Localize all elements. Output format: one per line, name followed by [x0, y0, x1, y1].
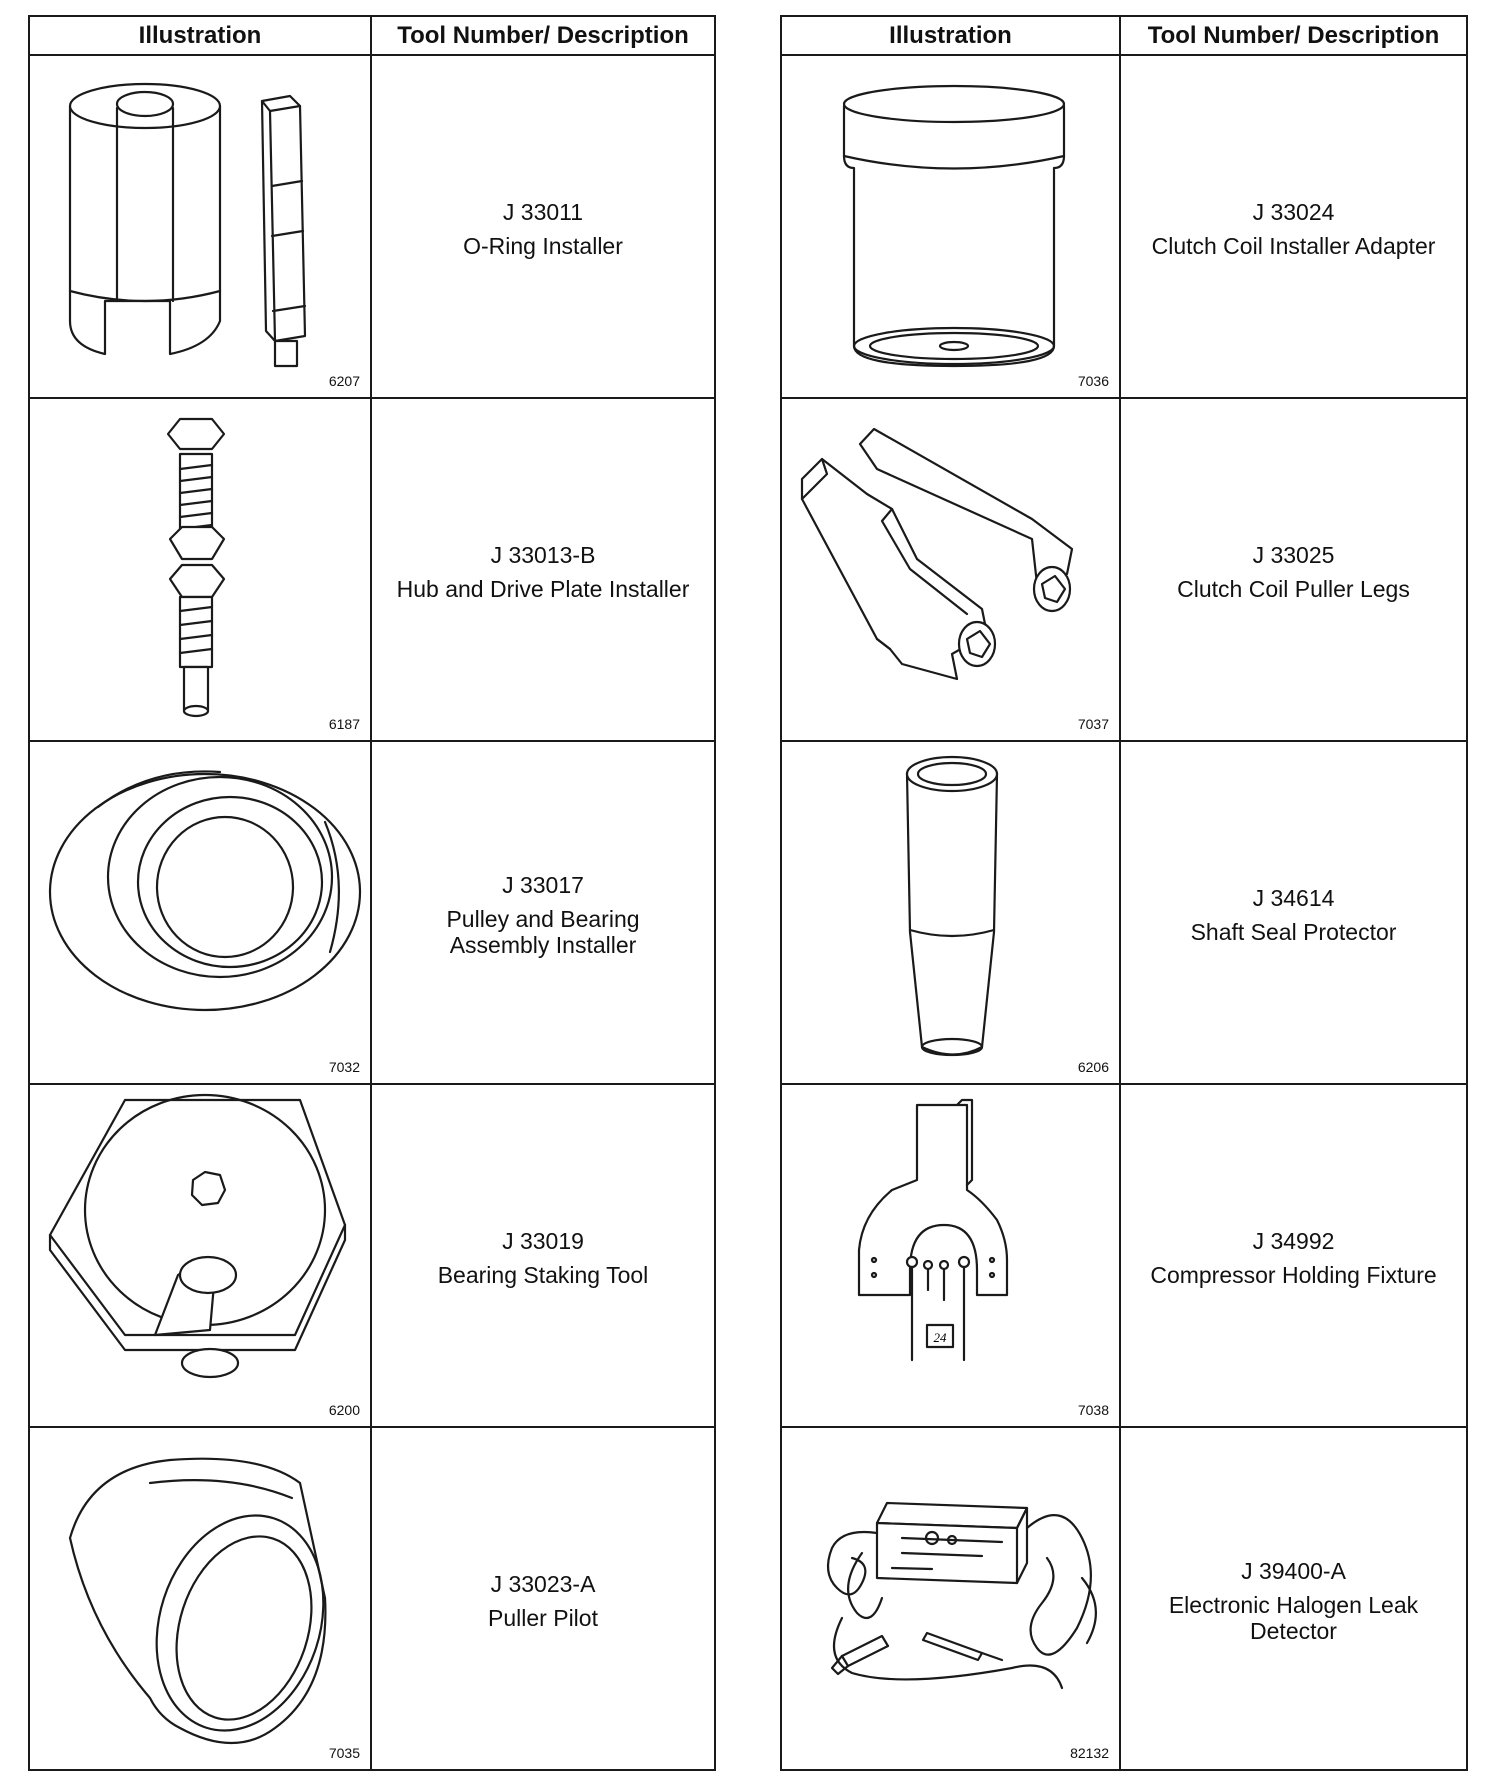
- leak-detector-illustration: [826, 1501, 1097, 1690]
- description-cell: J 33024 Clutch Coil Installer Adapter: [1119, 54, 1468, 399]
- tool-name: Compressor Holding Fixture: [1150, 1261, 1437, 1288]
- bearing-staking-tool-illustration: [48, 1093, 347, 1379]
- figure-number: 7037: [1077, 716, 1109, 732]
- description-cell: J 39400-A Electronic Halogen Leak Detect…: [1119, 1426, 1468, 1771]
- description-cell: J 33013-B Hub and Drive Plate Installer: [370, 397, 716, 742]
- figure-number: 6206: [1077, 1059, 1109, 1075]
- clutch-coil-installer-illustration: [842, 84, 1066, 368]
- tool-name: Electronic Halogen Leak Detector: [1168, 1591, 1419, 1644]
- tool-name: Shaft Seal Protector: [1190, 918, 1397, 945]
- table-row: 82132 J 39400-A Electronic Halogen Leak …: [780, 1426, 1468, 1771]
- illustration-cell: 6187: [28, 397, 372, 742]
- figure-number: 7038: [1077, 1402, 1109, 1418]
- illustration-header: Illustration: [28, 15, 372, 56]
- tool-header: Tool Number/ Description: [370, 15, 716, 56]
- description-cell: J 33017 Pulley and Bearing Assembly Inst…: [370, 740, 716, 1085]
- hub-installer-illustration: [166, 417, 226, 718]
- figure-number: 6200: [328, 1402, 360, 1418]
- table-row: 7037 J 33025 Clutch Coil Puller Legs: [780, 397, 1468, 742]
- table-row: 24 7038 J 34992 Compressor Holding Fixtu…: [780, 1083, 1468, 1428]
- description-cell: J 33025 Clutch Coil Puller Legs: [1119, 397, 1468, 742]
- table-row: 6200 J 33019 Bearing Staking Tool: [28, 1083, 716, 1428]
- tool-number: J 33019: [502, 1227, 584, 1254]
- figure-number: 7036: [1077, 373, 1109, 389]
- tool-name: Hub and Drive Plate Installer: [396, 575, 690, 602]
- table-row: 7036 J 33024 Clutch Coil Installer Adapt…: [780, 54, 1468, 399]
- tool-name: Pulley and Bearing Assembly Installer: [446, 905, 640, 958]
- table-row: 6207 J 33011 O-Ring Installer: [28, 54, 716, 399]
- tool-name: Bearing Staking Tool: [437, 1261, 649, 1288]
- description-cell: J 33023-A Puller Pilot: [370, 1426, 716, 1771]
- clutch-coil-puller-legs-illustration: [800, 427, 1074, 681]
- tool-number: J 33025: [1252, 541, 1335, 568]
- description-cell: J 34992 Compressor Holding Fixture: [1119, 1083, 1468, 1428]
- left-tools-table: Illustration Tool Number/ Description 62…: [28, 15, 716, 1771]
- tool-number: J 33024: [1252, 198, 1335, 225]
- illustration-cell: 7037: [780, 397, 1121, 742]
- table-row: 6206 J 34614 Shaft Seal Protector: [780, 740, 1468, 1085]
- compressor-holding-fixture-illustration: 24: [857, 1098, 1009, 1362]
- tool-name: Clutch Coil Installer Adapter: [1151, 232, 1436, 259]
- tool-number: J 33017: [502, 871, 584, 898]
- tool-header: Tool Number/ Description: [1119, 15, 1468, 56]
- o-ring-installer-illustration: [68, 82, 307, 368]
- tool-number: J 33023-A: [490, 1570, 596, 1597]
- tool-number: J 33013-B: [490, 541, 596, 568]
- table-row: 7035 J 33023-A Puller Pilot: [28, 1426, 716, 1771]
- figure-number: 82132: [1070, 1745, 1109, 1761]
- figure-number: 6187: [328, 716, 360, 732]
- figure-number: 7035: [328, 1745, 360, 1761]
- fixture-tag-text: 24: [934, 1330, 948, 1345]
- illustration-cell: 7032: [28, 740, 372, 1085]
- description-cell: J 33011 O-Ring Installer: [370, 54, 716, 399]
- tool-name: Clutch Coil Puller Legs: [1177, 575, 1410, 602]
- table-row: 6187 J 33013-B Hub and Drive Plate Insta…: [28, 397, 716, 742]
- figure-number: 7032: [328, 1059, 360, 1075]
- tool-name: O-Ring Installer: [463, 232, 623, 259]
- tool-number: J 39400-A: [1241, 1557, 1346, 1584]
- tool-name: Puller Pilot: [488, 1604, 598, 1631]
- figure-number: 6207: [328, 373, 360, 389]
- tool-number: J 34614: [1252, 884, 1335, 911]
- tool-number: J 34992: [1252, 1227, 1335, 1254]
- illustration-cell: 24 7038: [780, 1083, 1121, 1428]
- illustration-cell: 6200: [28, 1083, 372, 1428]
- pulley-installer-illustration: [48, 770, 362, 1012]
- puller-pilot-illustration: [68, 1457, 327, 1744]
- illustration-cell: 7035: [28, 1426, 372, 1771]
- description-cell: J 33019 Bearing Staking Tool: [370, 1083, 716, 1428]
- table-header-row: Illustration Tool Number/ Description: [780, 15, 1468, 56]
- table-header-row: Illustration Tool Number/ Description: [28, 15, 716, 56]
- right-tools-table: Illustration Tool Number/ Description 70…: [780, 15, 1468, 1771]
- illustration-header: Illustration: [780, 15, 1121, 56]
- illustration-cell: 7036: [780, 54, 1121, 399]
- description-cell: J 34614 Shaft Seal Protector: [1119, 740, 1468, 1085]
- illustration-cell: 82132: [780, 1426, 1121, 1771]
- shaft-seal-protector-illustration: [905, 755, 999, 1057]
- tool-number: J 33011: [502, 198, 584, 225]
- table-row: 7032 J 33017 Pulley and Bearing Assembly…: [28, 740, 716, 1085]
- illustration-cell: 6207: [28, 54, 372, 399]
- illustration-cell: 6206: [780, 740, 1121, 1085]
